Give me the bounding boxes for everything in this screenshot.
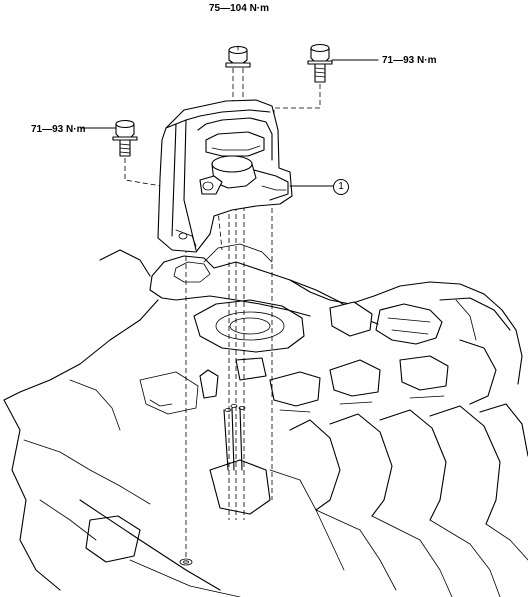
torque-spec-top-nut: 75—104 N·m <box>209 3 270 14</box>
bolt-icon-right <box>307 43 379 83</box>
callout-number: 1 <box>333 179 349 195</box>
bolt-icon-left <box>80 119 138 157</box>
transmission-housing-icon <box>3 243 528 597</box>
torque-spec-left-bolt: 71—93 N·m <box>31 124 86 135</box>
engine-mount-icon <box>157 99 334 253</box>
torque-spec-right-bolt: 71—93 N·m <box>382 55 437 66</box>
flange-nut-icon <box>225 45 251 68</box>
